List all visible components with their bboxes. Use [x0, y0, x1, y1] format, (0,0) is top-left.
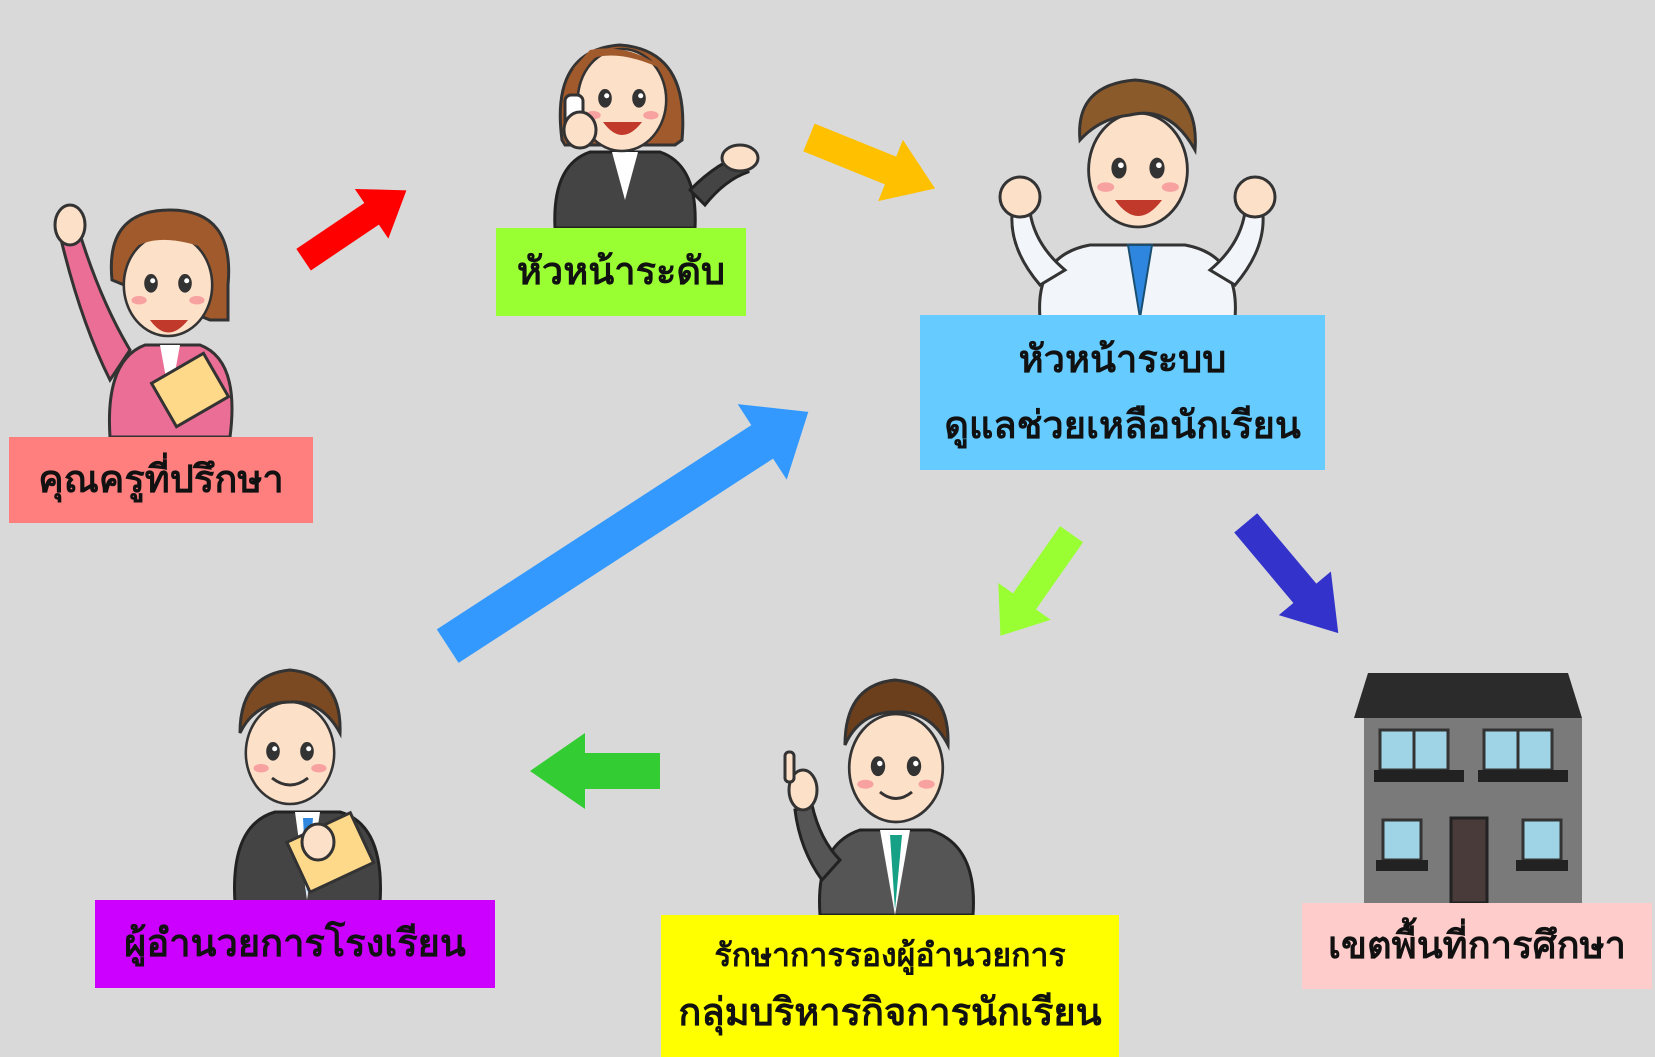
arrow-level-head-to-system-head [803, 123, 936, 202]
node-district: เขตพื้นที่การศึกษา [1302, 903, 1652, 989]
node-deputy: รักษาการรองผู้อำนวยการ กลุ่มบริหารกิจการ… [661, 915, 1119, 1057]
man-pointing-up-icon [783, 678, 975, 917]
node-system-head-line2: ดูแลช่วยเหลือนักเรียน [944, 402, 1301, 447]
arrow-advisor-to-level-head [296, 188, 407, 271]
man-holding-folder-icon [233, 668, 382, 905]
woman-on-phone-icon [553, 43, 760, 230]
node-advisor-label: คุณครูที่ปรึกษา [38, 457, 284, 502]
arrow-system-head-to-deputy [998, 526, 1084, 636]
node-district-label: เขตพื้นที่การศึกษา [1328, 923, 1626, 968]
node-deputy-line2: กลุ่มบริหารกิจการนักเรียน [678, 990, 1102, 1035]
node-deputy-line1: รักษาการรองผู้อำนวยการ [714, 936, 1066, 975]
arrow-director-to-system-head [436, 404, 809, 663]
school-building-icon [1354, 673, 1582, 905]
node-system-head: หัวหน้าระบบ ดูแลช่วยเหลือนักเรียน [920, 315, 1325, 470]
node-director-label: ผู้อำนวยการโรงเรียน [124, 921, 466, 966]
arrow-deputy-to-director [530, 733, 660, 809]
node-level-head-label: หัวหน้าระดับ [516, 249, 726, 294]
man-cheering-icon [998, 78, 1277, 320]
arrow-system-head-to-district [1234, 513, 1339, 634]
node-advisor: คุณครูที่ปรึกษา [9, 437, 313, 523]
node-system-head-line1: หัวหน้าระบบ [1018, 337, 1227, 381]
node-director: ผู้อำนวยการโรงเรียน [95, 900, 495, 988]
teacher-woman-waving-icon [53, 203, 234, 439]
node-level-head: หัวหน้าระดับ [496, 228, 746, 316]
